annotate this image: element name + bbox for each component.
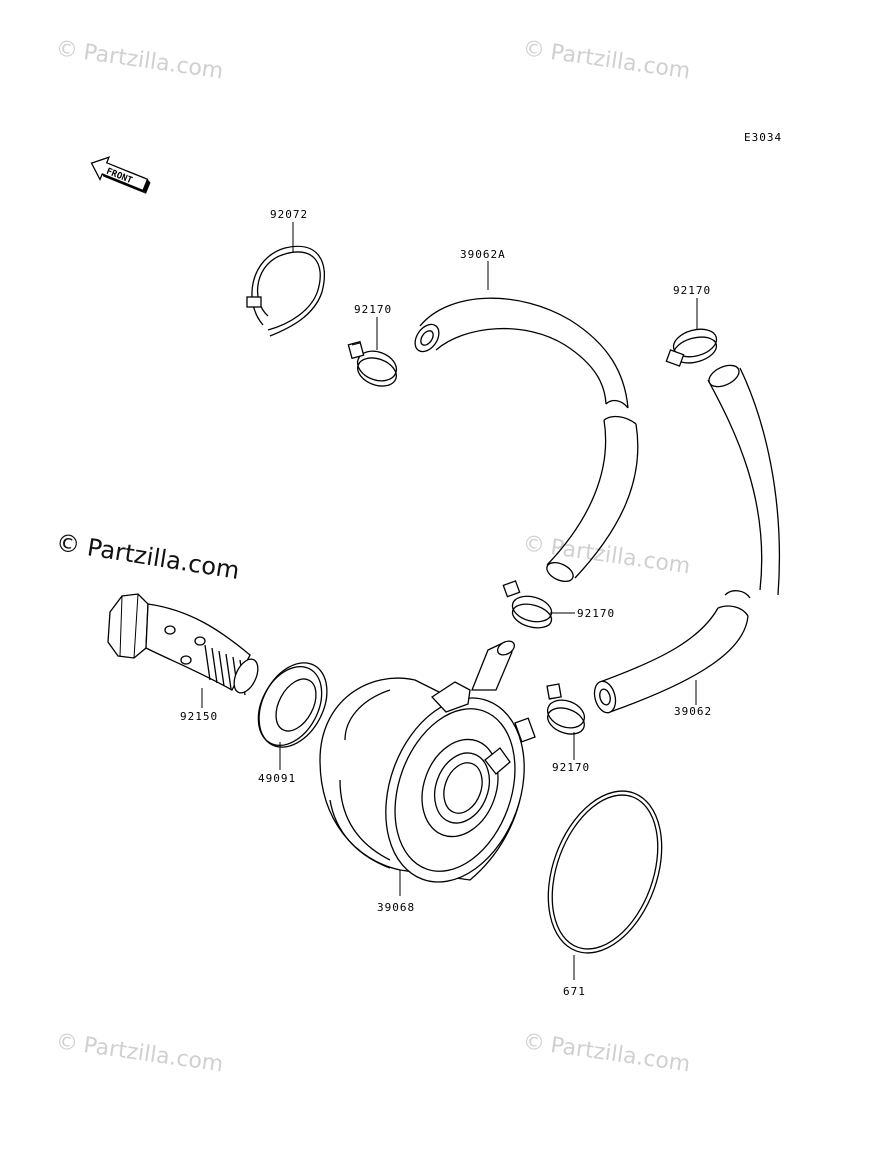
hose-clamp-92170-upper-right (665, 328, 718, 367)
watermark-top-right: © Partzilla.com (521, 36, 692, 84)
watermark-copyright: © (54, 1029, 79, 1057)
watermark-text: Partzilla.com (549, 1033, 692, 1077)
washer-49091 (257, 662, 328, 748)
callout-92150: 92150 (180, 710, 218, 723)
watermark-prominent: © Partzilla.com (54, 528, 241, 585)
watermark-prominent-text: © Partzilla.com (54, 528, 241, 585)
watermark-bottom-right: © Partzilla.com (521, 1029, 692, 1077)
watermark-copyright: © (521, 531, 546, 559)
watermark-text: Partzilla.com (549, 40, 692, 84)
banjo-bolt-92150 (107, 593, 259, 696)
watermark-copyright: © (521, 1029, 546, 1057)
watermark-copyright: © (54, 36, 79, 64)
watermark-copyright: © (521, 36, 546, 64)
diagram-code: E3034 (744, 131, 782, 144)
callout-92170-upper-right: 92170 (673, 284, 711, 297)
callout-39062A: 39062A (460, 248, 506, 261)
watermark-text: Partzilla.com (82, 1033, 225, 1077)
hose-clamp-92170-upper-left (347, 340, 398, 387)
callout-39062: 39062 (674, 705, 712, 718)
callout-92170-middle: 92170 (577, 607, 615, 620)
callout-49091: 49091 (258, 772, 296, 785)
callout-671: 671 (563, 985, 586, 998)
callout-39068: 39068 (377, 901, 415, 914)
callout-92170-lower: 92170 (552, 761, 590, 774)
callout-92170-upper-left: 92170 (354, 303, 392, 316)
front-arrow-icon: FRONT (90, 156, 151, 194)
hose-clamp-92170-lower (546, 683, 586, 735)
callout-92072: 92072 (270, 208, 308, 221)
oil-cooler-39068 (319, 640, 536, 883)
cable-tie-92072 (246, 245, 326, 337)
o-ring-671 (547, 790, 663, 954)
hose-39062 (593, 364, 781, 714)
hose-clamp-92170-middle (502, 580, 553, 629)
hose-39062A (414, 297, 639, 583)
watermark-top-left: © Partzilla.com (54, 36, 225, 84)
watermark-text: Partzilla.com (82, 40, 225, 84)
watermark-bottom-left: © Partzilla.com (54, 1029, 225, 1077)
